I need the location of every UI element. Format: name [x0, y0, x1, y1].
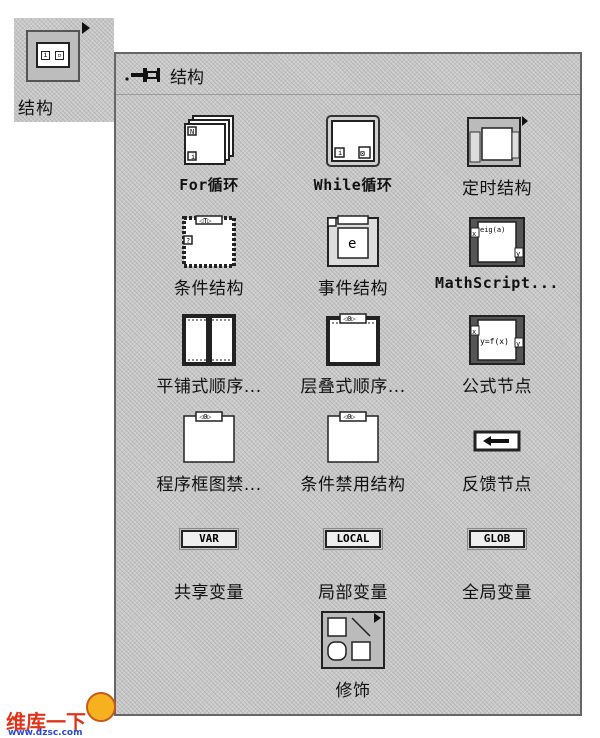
- palette-item-diagram-disable[interactable]: ◁0▷ 程序框图禁...: [134, 410, 284, 500]
- palette-item-shared-variable[interactable]: VAR 共享变量: [134, 524, 284, 614]
- disable-tab-text: ◁0▷: [198, 413, 212, 421]
- palette-item-local-variable[interactable]: LOCAL 局部变量: [278, 524, 428, 614]
- svg-text:x: x: [472, 328, 476, 336]
- timed-structure-icon: [467, 116, 528, 167]
- svg-text:y: y: [516, 250, 520, 258]
- stacked-sequence-icon: ◁0▷: [326, 313, 380, 366]
- global-variable-icon: GLOB: [467, 528, 527, 550]
- palette-item-global-variable[interactable]: GLOB 全局变量: [422, 524, 572, 614]
- sequence-tab-text: ◁0▷: [342, 315, 356, 323]
- palette-item-label: 条件禁用结构: [300, 475, 406, 495]
- palette-item-stacked-sequence[interactable]: ◁0▷ 层叠式顺序...: [278, 312, 428, 402]
- palette-item-label: 事件结构: [318, 279, 388, 299]
- mathscript-formula: eig(a): [480, 226, 505, 234]
- palette-title: 结构: [170, 68, 204, 88]
- flat-sequence-icon: [182, 314, 236, 366]
- svg-text:◁T▷: ◁T▷: [198, 217, 212, 225]
- palette-item-label: 平铺式顺序...: [156, 377, 262, 397]
- watermark-url: www.dzsc.com: [8, 728, 83, 738]
- iteration-terminal-icon: i: [41, 51, 50, 60]
- expand-arrow-icon[interactable]: [82, 22, 90, 34]
- palette-item-while-loop[interactable]: i ⊠ While循环: [278, 114, 428, 204]
- palette-item-label: While循环: [313, 176, 393, 194]
- palette-title-bar[interactable]: 结构: [116, 54, 580, 95]
- svg-text:i: i: [338, 149, 342, 157]
- palette-item-label: 公式节点: [462, 377, 532, 397]
- svg-text:⊠: ⊠: [360, 149, 365, 158]
- palette-item-label: 条件结构: [174, 279, 244, 299]
- formula-text: y=f(x): [480, 337, 509, 346]
- palette-item-label: 反馈节点: [462, 475, 532, 495]
- svg-text:?: ?: [186, 237, 190, 245]
- event-glyph: e: [348, 236, 356, 252]
- svg-text:N: N: [190, 128, 194, 136]
- svg-text:i: i: [191, 153, 195, 161]
- for-loop-icon: N i: [184, 115, 234, 165]
- palette-item-case-structure[interactable]: ◁T▷ ? 条件结构: [134, 214, 284, 304]
- mascot-icon: [86, 692, 116, 722]
- watermark: 维库一下 www.dzsc.com: [0, 676, 130, 738]
- palette-item-event-structure[interactable]: e 事件结构: [278, 214, 428, 304]
- palette-item-label: For循环: [179, 176, 239, 194]
- palette-item-feedback-node[interactable]: 反馈节点: [422, 410, 572, 500]
- palette-item-label: 修饰: [335, 681, 371, 701]
- event-structure-icon: e: [327, 215, 379, 267]
- cond-disable-tab-text: ◁0▷: [342, 413, 356, 421]
- palette-item-label: 共享变量: [174, 583, 244, 603]
- palette-item-label: 局部变量: [318, 583, 388, 603]
- feedback-node-icon: [473, 430, 521, 452]
- local-variable-icon: LOCAL: [323, 528, 383, 550]
- palette-item-timed-structure[interactable]: 定时结构: [422, 114, 572, 204]
- while-loop-icon: i ⊠: [326, 115, 380, 167]
- mathscript-node-icon: x y eig(a): [469, 217, 525, 267]
- stop-terminal-icon: ▫: [55, 51, 64, 60]
- sidebar-label: 结构: [18, 99, 54, 119]
- shared-variable-icon: VAR: [179, 528, 239, 550]
- svg-text:x: x: [472, 230, 476, 238]
- decorations-icon: [321, 611, 385, 669]
- case-structure-icon: ◁T▷ ?: [182, 215, 236, 268]
- palette-item-label: MathScript...: [435, 274, 559, 292]
- palette-item-conditional-disable[interactable]: ◁0▷ 条件禁用结构: [278, 410, 428, 500]
- palette-item-decorations[interactable]: 修饰: [278, 610, 428, 701]
- watermark-text: 维库一下: [6, 710, 86, 734]
- structures-palette: 结构 N i For循环 i ⊠ While循环: [114, 52, 582, 716]
- palette-item-flat-sequence[interactable]: 平铺式顺序...: [134, 312, 284, 402]
- palette-item-formula-node[interactable]: x y y=f(x) 公式节点: [422, 312, 572, 402]
- structures-palette-tile[interactable]: i ▫ 结构: [14, 18, 114, 122]
- palette-item-label: 层叠式顺序...: [300, 377, 406, 397]
- formula-node-icon: x y y=f(x): [469, 315, 525, 365]
- palette-item-mathscript[interactable]: x y eig(a) MathScript...: [422, 214, 572, 304]
- thumbtack-pin-icon[interactable]: [124, 66, 184, 84]
- palette-item-label: 定时结构: [462, 179, 532, 199]
- svg-text:y: y: [516, 340, 520, 348]
- structures-palette-icon: i ▫: [26, 30, 80, 82]
- palette-item-label: 程序框图禁...: [156, 475, 262, 495]
- palette-item-for-loop[interactable]: N i For循环: [134, 114, 284, 204]
- palette-item-label: 全局变量: [462, 583, 532, 603]
- diagram-disable-icon: ◁0▷: [183, 411, 235, 463]
- conditional-disable-icon: ◁0▷: [327, 411, 379, 463]
